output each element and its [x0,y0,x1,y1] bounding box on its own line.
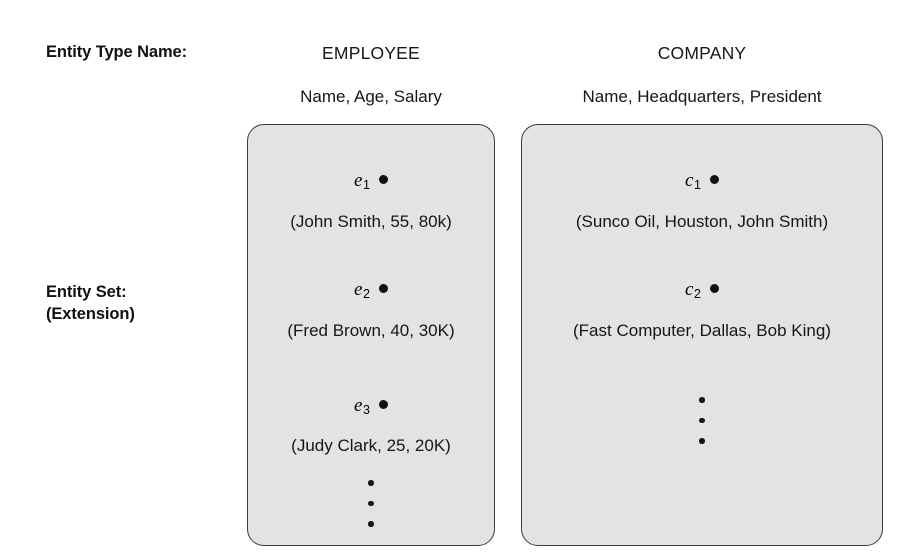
entity-symbol-e1: e1 [354,170,370,192]
entity-symbol-c2: c2 [685,279,701,301]
entity-marker-e2: e2 [248,280,494,301]
entity-marker-e3: e3 [248,396,494,417]
entity-dot-icon [709,284,719,293]
employee-entity-type-title: EMPLOYEE [322,43,420,63]
entity-symbol-e3: e3 [354,395,370,417]
entity-value-c1: (Sunco Oil, Houston, John Smith) [575,212,829,231]
company-vertical-ellipsis-icon [522,397,882,444]
entity-symbol-e2: e2 [354,279,370,301]
entity-value-e1: (John Smith, 55, 80k) [290,212,452,231]
company-entity-set-box: c1 (Sunco Oil, Houston, John Smith) c2 (… [521,124,883,546]
entity-dot-icon [378,175,388,184]
entity-value-c2: (Fast Computer, Dallas, Bob King) [573,321,831,340]
entity-value-e3: (Judy Clark, 25, 20K) [291,436,451,455]
employee-vertical-ellipsis-icon [248,480,494,527]
entity-dot-icon [378,400,388,409]
entity-marker-e1: e1 [248,171,494,192]
employee-entity-set-box: e1 (John Smith, 55, 80k) e2 (Fred Brown,… [247,124,495,546]
entity-set-label: Entity Set: (Extension) [46,283,135,323]
entity-symbol-c1: c1 [685,170,701,192]
entity-marker-c2: c2 [522,280,882,301]
entity-value-e2: (Fred Brown, 40, 30K) [287,321,455,340]
entity-marker-c1: c1 [522,171,882,192]
entity-dot-icon [709,175,719,184]
employee-attributes-list: Name, Age, Salary [300,87,442,106]
company-entity-type-title: COMPANY [657,43,747,63]
entity-dot-icon [378,284,388,293]
entity-type-name-label: Entity Type Name: [46,43,188,61]
company-attributes-list: Name, Headquarters, President [582,87,822,106]
